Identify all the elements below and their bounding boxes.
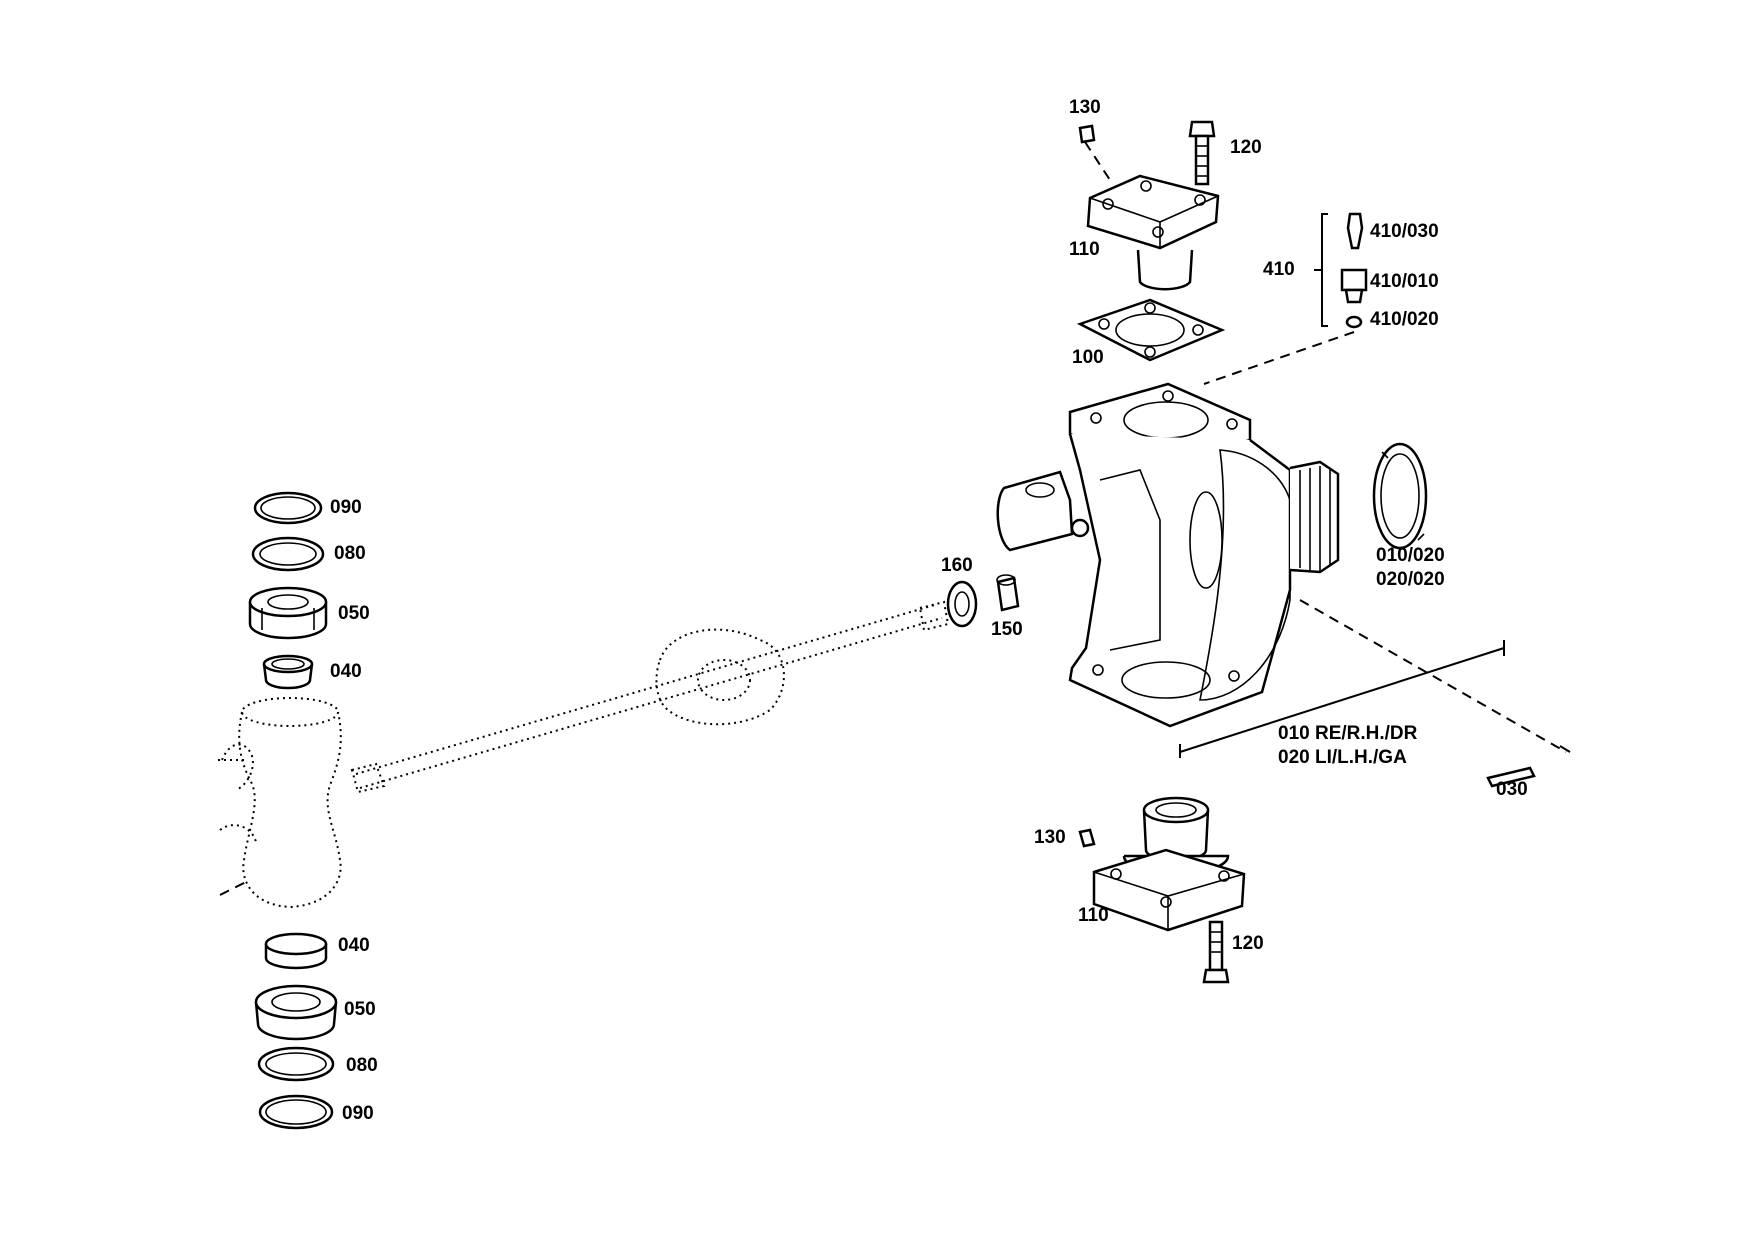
label-130-bottom: 130 xyxy=(1034,827,1066,848)
label-410-030: 410/030 xyxy=(1370,221,1439,242)
bearing-050-bottom xyxy=(254,984,338,1041)
label-410: 410 xyxy=(1263,259,1295,280)
bush-150 xyxy=(996,574,1020,612)
steering-knuckle-housing xyxy=(996,382,1340,728)
label-080-top: 080 xyxy=(334,543,366,564)
label-120-top: 120 xyxy=(1230,137,1262,158)
nipple-410-030 xyxy=(1346,212,1364,250)
drive-shaft-dotted xyxy=(350,600,950,794)
ring-090-bottom xyxy=(258,1094,334,1130)
leader-030-tick xyxy=(1559,745,1571,753)
label-housing-020: 020 LI/L.H./GA xyxy=(1278,747,1407,768)
ring-080-bottom xyxy=(257,1046,335,1082)
slotted-nut xyxy=(1372,442,1428,550)
label-050-bottom: 050 xyxy=(344,999,376,1020)
gasket-100 xyxy=(1076,298,1226,362)
kingpin-cap-110-bottom xyxy=(1092,796,1246,932)
label-080-bottom: 080 xyxy=(346,1055,378,1076)
grease-nipple-130-bottom xyxy=(1078,828,1096,848)
label-040-bottom: 040 xyxy=(338,935,370,956)
label-110-bottom: 110 xyxy=(1078,905,1109,926)
leader-130-top xyxy=(1084,141,1111,181)
label-160: 160 xyxy=(941,555,973,576)
label-housing-010: 010 RE/R.H./DR xyxy=(1278,723,1418,744)
label-410-010: 410/010 xyxy=(1370,271,1439,292)
leader-030 xyxy=(1299,599,1567,753)
grease-nipple-130-top xyxy=(1078,124,1096,144)
label-150: 150 xyxy=(991,619,1023,640)
label-100: 100 xyxy=(1072,347,1104,368)
ring-090-top xyxy=(253,491,323,525)
bracket-410 xyxy=(1314,213,1328,327)
leader-410 xyxy=(1203,331,1355,385)
label-020-020: 020/020 xyxy=(1376,569,1445,590)
label-410-020: 410/020 xyxy=(1370,309,1439,330)
ring-080-top xyxy=(251,536,325,572)
pin-030 xyxy=(1486,766,1536,788)
label-010-020: 010/020 xyxy=(1376,545,1445,566)
axle-housing-dotted xyxy=(218,697,342,909)
label-030: 030 xyxy=(1496,779,1528,800)
bolt-120-top xyxy=(1188,120,1216,186)
bearing-cup-040-bottom xyxy=(264,932,328,970)
kingpin-cap-110-top xyxy=(1086,174,1220,291)
ring-410-020 xyxy=(1345,315,1363,329)
adapter-410-010 xyxy=(1340,268,1368,304)
label-110-top: 110 xyxy=(1069,239,1100,260)
housing-reference-line xyxy=(1179,640,1505,758)
label-050-top: 050 xyxy=(338,603,370,624)
bearing-050-top xyxy=(248,586,328,640)
label-130-top: 130 xyxy=(1069,97,1101,118)
seal-160 xyxy=(946,580,978,628)
label-040-top: 040 xyxy=(330,661,362,682)
label-090-top: 090 xyxy=(330,497,362,518)
label-120-bottom: 120 xyxy=(1232,933,1264,954)
label-090-bottom: 090 xyxy=(342,1103,374,1124)
bearing-cup-040-top xyxy=(262,654,314,690)
bolt-120-bottom xyxy=(1202,920,1230,984)
